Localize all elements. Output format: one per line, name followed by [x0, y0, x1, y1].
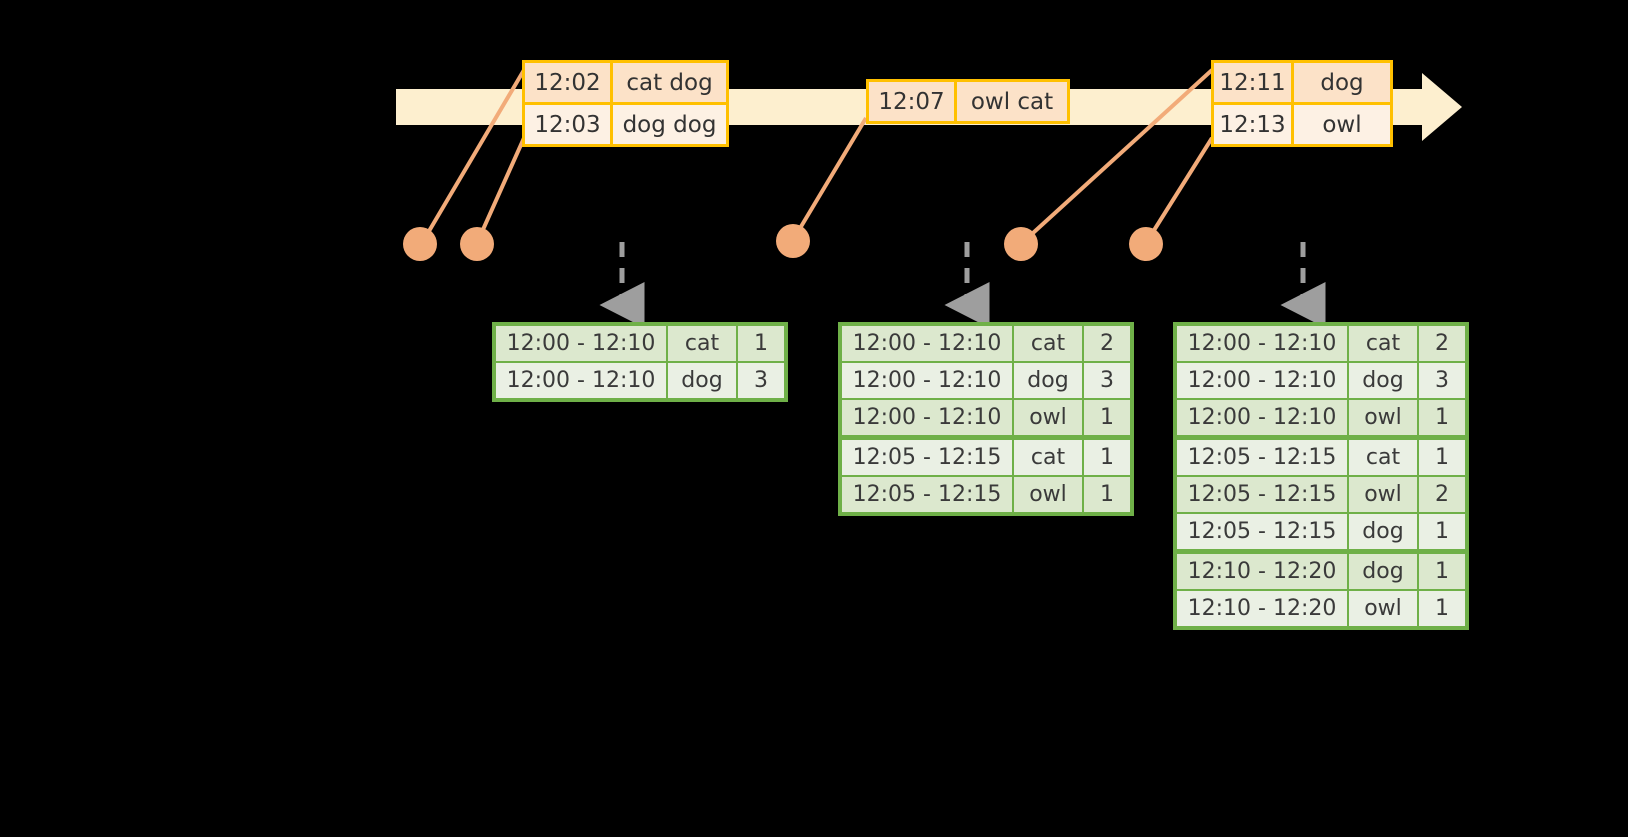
dot-1213	[1129, 227, 1163, 261]
cell-count: 1	[1084, 477, 1130, 512]
cell-count: 3	[1084, 363, 1130, 398]
cell-word: owl	[1014, 477, 1082, 512]
cell-word: cat	[668, 326, 736, 361]
event-row[interactable]: 12:11 dog	[1214, 63, 1390, 102]
event-box-group-3[interactable]: 12:11 dog 12:13 owl	[1211, 60, 1393, 147]
cell-window: 12:00 - 12:10	[1177, 363, 1347, 398]
cell-window: 12:05 - 12:15	[1177, 477, 1347, 512]
cell-word: dog	[1349, 363, 1417, 398]
cell-window: 12:05 - 12:15	[1177, 440, 1347, 475]
event-words: dog dog	[613, 105, 726, 144]
dot-1207	[776, 224, 810, 258]
cell-window: 12:05 - 12:15	[1177, 514, 1347, 549]
cell-count: 2	[1419, 477, 1465, 512]
dot-1203	[460, 227, 494, 261]
cell-count: 1	[1419, 400, 1465, 435]
cell-word: cat	[1349, 326, 1417, 361]
cell-count: 1	[1084, 440, 1130, 475]
cell-window: 12:00 - 12:10	[842, 363, 1012, 398]
cell-count: 1	[738, 326, 784, 361]
cell-count: 2	[1084, 326, 1130, 361]
event-time: 12:02	[525, 63, 613, 102]
connector-dots	[403, 224, 1163, 261]
cell-window: 12:00 - 12:10	[842, 400, 1012, 435]
cell-word: owl	[1349, 400, 1417, 435]
event-box-group-2[interactable]: 12:07 owl cat	[866, 79, 1070, 124]
cell-count: 3	[738, 363, 784, 398]
cell-window: 12:00 - 12:10	[1177, 326, 1347, 361]
event-box-group-1[interactable]: 12:02 cat dog 12:03 dog dog	[522, 60, 729, 147]
dot-1202	[403, 227, 437, 261]
event-time: 12:03	[525, 105, 613, 144]
cell-window: 12:00 - 12:10	[496, 363, 666, 398]
cell-window: 12:00 - 12:10	[496, 326, 666, 361]
cell-count: 1	[1419, 591, 1465, 626]
result-arrows	[599, 242, 1326, 329]
cell-word: owl	[1349, 477, 1417, 512]
event-words: cat dog	[613, 63, 726, 102]
cell-count: 3	[1419, 363, 1465, 398]
event-time: 12:11	[1214, 63, 1294, 102]
event-words: owl cat	[957, 82, 1067, 121]
cell-word: dog	[1014, 363, 1082, 398]
event-time: 12:07	[869, 82, 957, 121]
cell-count: 2	[1419, 326, 1465, 361]
cell-window: 12:05 - 12:15	[842, 477, 1012, 512]
cell-word: owl	[1349, 591, 1417, 626]
cell-count: 1	[1419, 554, 1465, 589]
event-row[interactable]: 12:07 owl cat	[869, 82, 1067, 121]
event-words: owl	[1294, 105, 1390, 144]
cell-word: cat	[1349, 440, 1417, 475]
event-words: dog	[1294, 63, 1390, 102]
cell-window: 12:00 - 12:10	[1177, 400, 1347, 435]
cell-window: 12:05 - 12:15	[842, 440, 1012, 475]
cell-window: 12:10 - 12:20	[1177, 591, 1347, 626]
cell-word: dog	[668, 363, 736, 398]
cell-count: 1	[1419, 514, 1465, 549]
cell-count: 1	[1419, 440, 1465, 475]
dot-1211	[1004, 227, 1038, 261]
cell-count: 1	[1084, 400, 1130, 435]
cell-word: dog	[1349, 514, 1417, 549]
cell-word: cat	[1014, 326, 1082, 361]
cell-window: 12:10 - 12:20	[1177, 554, 1347, 589]
cell-word: dog	[1349, 554, 1417, 589]
event-row[interactable]: 12:02 cat dog	[525, 63, 726, 102]
cell-word: owl	[1014, 400, 1082, 435]
cell-word: cat	[1014, 440, 1082, 475]
event-row[interactable]: 12:13 owl	[1214, 102, 1390, 144]
event-time: 12:13	[1214, 105, 1294, 144]
event-row[interactable]: 12:03 dog dog	[525, 102, 726, 144]
cell-window: 12:00 - 12:10	[842, 326, 1012, 361]
